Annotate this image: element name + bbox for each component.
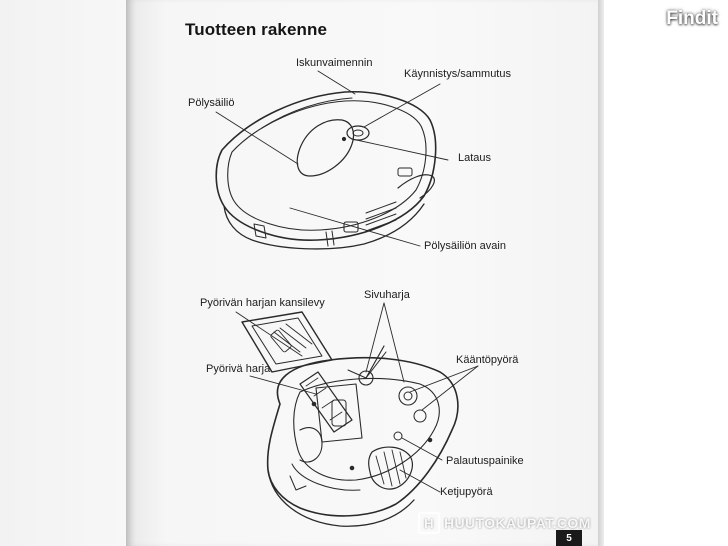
watermark-logo-icon: H <box>418 512 440 534</box>
label-iskunvaimennin: Iskunvaimennin <box>296 57 373 69</box>
manual-page <box>126 0 602 546</box>
label-kaantopyora: Kääntöpyörä <box>456 354 519 366</box>
label-polysailio: Pölysäiliö <box>188 97 235 109</box>
robot-top-view <box>215 91 437 250</box>
findit-logo: Findit <box>666 8 718 29</box>
page-number: 5 <box>556 530 582 546</box>
brush-cover-plate <box>241 311 333 373</box>
page-title: Tuotteen rakenne <box>185 20 328 39</box>
label-kansilevy: Pyörivän harjan kansilevy <box>200 297 325 309</box>
label-pyoriva-harja: Pyörivä harja <box>206 363 271 375</box>
watermark-text: HUUTOKAUPAT.COM <box>444 515 591 531</box>
label-ketjupyora: Ketjupyörä <box>440 486 493 498</box>
watermark: H HUUTOKAUPAT.COM <box>418 510 591 536</box>
robot-bottom-view <box>266 345 459 527</box>
page-edge <box>598 0 604 546</box>
label-lataus: Lataus <box>458 152 492 164</box>
label-polysailion-avain: Pölysäiliön avain <box>424 240 506 252</box>
label-kaynnistys-sammutus: Käynnistys/sammutus <box>404 68 511 80</box>
label-sivuharja: Sivuharja <box>364 289 410 301</box>
label-palautuspainike: Palautuspainike <box>446 455 524 467</box>
rotating-brush <box>299 371 353 433</box>
